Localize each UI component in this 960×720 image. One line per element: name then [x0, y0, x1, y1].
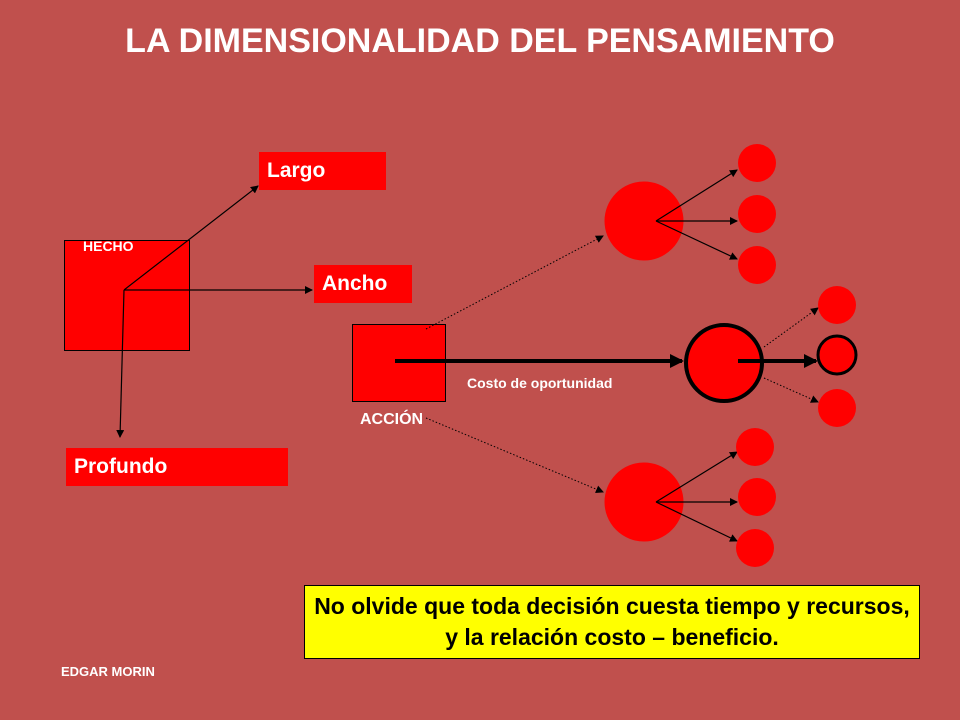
- ancho-tag: Ancho: [314, 265, 412, 303]
- costo-oportunidad-label: Costo de oportunidad: [467, 375, 613, 391]
- outcome-circle-chosen: [816, 334, 858, 376]
- outcome-circle: [736, 428, 774, 466]
- hecho-box: [64, 240, 190, 351]
- author-label: EDGAR MORIN: [61, 664, 155, 679]
- outcome-circle: [738, 246, 776, 284]
- outcome-circle: [818, 286, 856, 324]
- hecho-label: HECHO: [83, 238, 134, 254]
- branch-lower: [425, 417, 604, 493]
- outcome-circle: [736, 529, 774, 567]
- outcome-circle: [738, 195, 776, 233]
- page-title: LA DIMENSIONALIDAD DEL PENSAMIENTO: [125, 22, 835, 60]
- outcome-circle: [818, 389, 856, 427]
- accion-label: ACCIÓN: [360, 411, 424, 428]
- branch-upper: [425, 235, 604, 330]
- arrow-profundo: [116, 289, 125, 438]
- largo-tag: Largo: [259, 152, 386, 190]
- profundo-tag: Profundo: [66, 448, 288, 486]
- arrow-largo: [123, 185, 259, 291]
- note-box: No olvide que toda decisión cuesta tiemp…: [304, 585, 920, 659]
- outcome-circle: [738, 478, 776, 516]
- outcome-circle: [738, 144, 776, 182]
